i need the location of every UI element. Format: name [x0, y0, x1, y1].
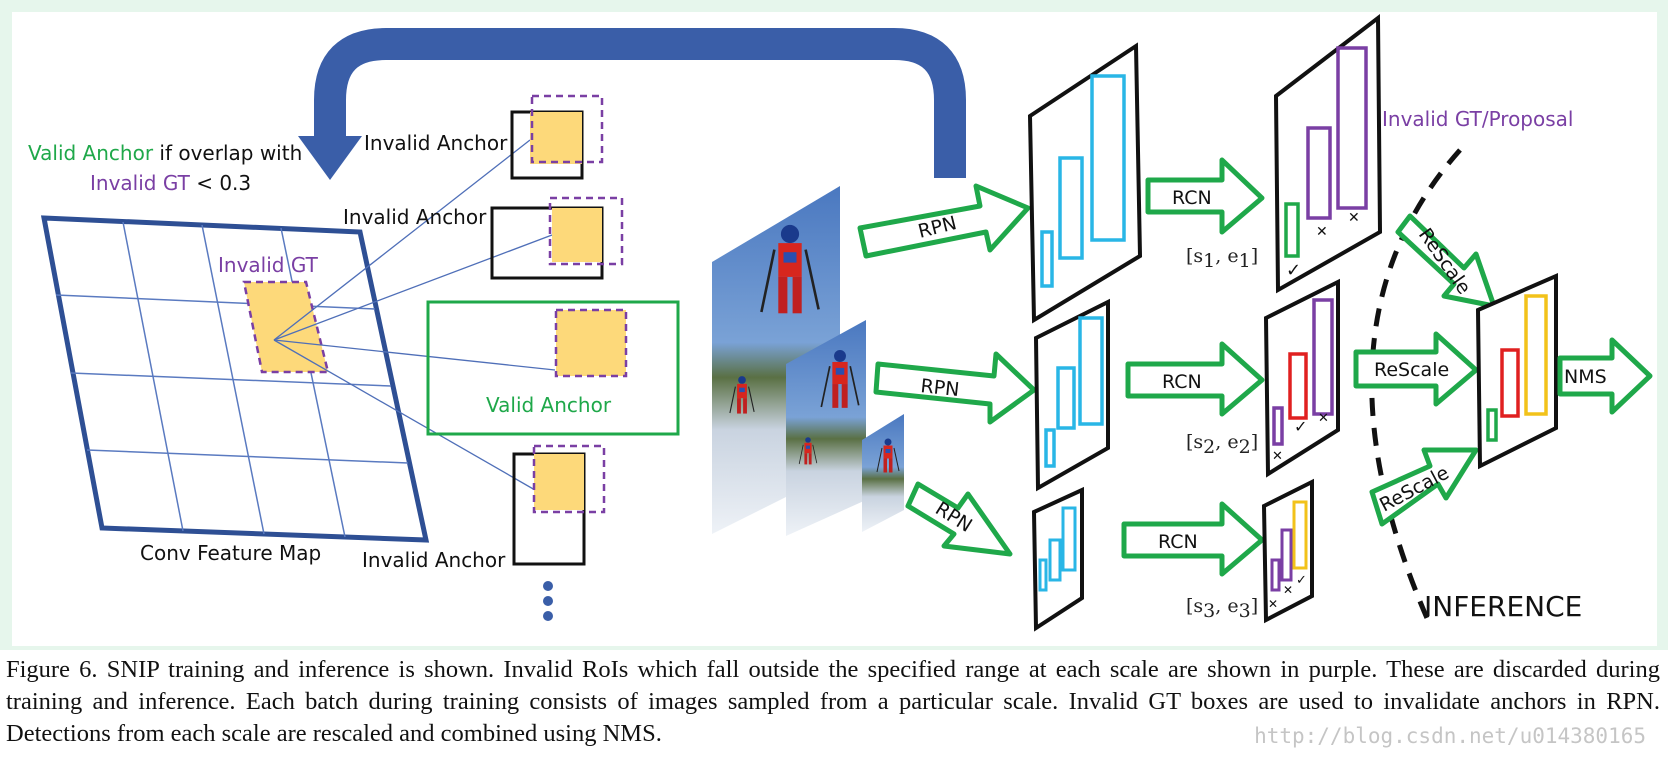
- cross-mark-icon: ✕: [1348, 210, 1360, 226]
- rcn-label-2: RCN: [1162, 371, 1202, 393]
- rescale-arrow-2: ReScale: [1353, 331, 1479, 407]
- valid-anchor-label: Valid Anchor: [486, 393, 612, 417]
- invalid-anchor-1: Invalid Anchor: [364, 94, 604, 180]
- feedback-arrow: [314, 28, 966, 178]
- nms-label: NMS: [1564, 366, 1607, 388]
- valid-anchor-rule: Valid Anchor if overlap with: [28, 141, 302, 165]
- rcn-arrow-2: RCN: [1125, 341, 1265, 417]
- invalid-gt-threshold: Invalid GT < 0.3: [90, 171, 251, 195]
- nms-arrow: NMS: [1557, 337, 1653, 415]
- inference-boundary: [1369, 148, 1462, 627]
- invalid-gt-proposal-label: Invalid GT/Proposal: [1382, 107, 1573, 131]
- conv-feature-map: Invalid GT Conv Feature Map: [40, 215, 430, 565]
- check-mark-icon: ✓: [1286, 260, 1301, 281]
- snip-diagram: Valid Anchor if overlap with Invalid GT …: [12, 12, 1657, 646]
- conv-feature-map-label: Conv Feature Map: [140, 541, 321, 565]
- invalid-anchor-label-2: Invalid Anchor: [343, 205, 487, 229]
- valid-anchor-box: Valid Anchor: [426, 300, 680, 436]
- rpn-arrow-2: RPN: [873, 351, 1037, 425]
- input-image-scale-3: [862, 414, 904, 532]
- vertical-ellipsis-icon: [543, 581, 553, 621]
- cross-mark-icon: ✕: [1316, 224, 1328, 240]
- range-scale-2: [s2, e2]: [1186, 431, 1258, 458]
- rcn-arrow-3: RCN: [1121, 501, 1265, 577]
- rcn-label-1: RCN: [1172, 187, 1212, 209]
- invalid-anchor-4: Invalid Anchor: [362, 444, 606, 572]
- rpn-arrow-1: RPN: [857, 183, 1031, 259]
- inference-label: INFERENCE: [1424, 590, 1582, 623]
- feedback-arrow-head: [298, 136, 362, 180]
- cross-mark-icon: ✕: [1272, 449, 1283, 464]
- detections-scale-2: ✕ ✓ ✕: [1263, 278, 1340, 478]
- check-mark-icon: ✓: [1294, 417, 1307, 436]
- merged-detections: [1475, 272, 1558, 470]
- detections-scale-3: ✕ ✕ ✓: [1261, 478, 1314, 624]
- rcn-arrow-1: RCN: [1145, 157, 1265, 235]
- invalid-gt-label: Invalid GT: [218, 253, 319, 277]
- range-scale-1: [s1, e1]: [1186, 245, 1258, 272]
- cross-mark-icon: ✕: [1283, 583, 1293, 597]
- invalid-anchor-label-4: Invalid Anchor: [362, 548, 506, 572]
- input-image-scale-2: [786, 320, 866, 536]
- check-mark-icon: ✓: [1296, 573, 1307, 588]
- proposals-scale-3: [1031, 486, 1084, 632]
- detections-scale-1: ✓ ✕ ✕: [1273, 13, 1383, 294]
- rescale-label-2: ReScale: [1374, 359, 1449, 381]
- invalid-anchor-label-1: Invalid Anchor: [364, 131, 508, 155]
- proposals-scale-1: [1027, 42, 1143, 324]
- anchor-connectors: [273, 139, 556, 491]
- cross-mark-icon: ✕: [1268, 597, 1278, 611]
- proposals-scale-2: [1033, 298, 1110, 492]
- rpn-label-2: RPN: [919, 375, 960, 401]
- range-scale-3: [s3, e3]: [1186, 595, 1258, 622]
- cross-mark-icon: ✕: [1318, 411, 1329, 426]
- figure-caption: Figure 6. SNIP training and inference is…: [0, 650, 1668, 768]
- invalid-anchor-2: Invalid Anchor: [343, 196, 624, 280]
- rcn-label-3: RCN: [1158, 531, 1198, 553]
- invalid-gt-box: [242, 280, 330, 374]
